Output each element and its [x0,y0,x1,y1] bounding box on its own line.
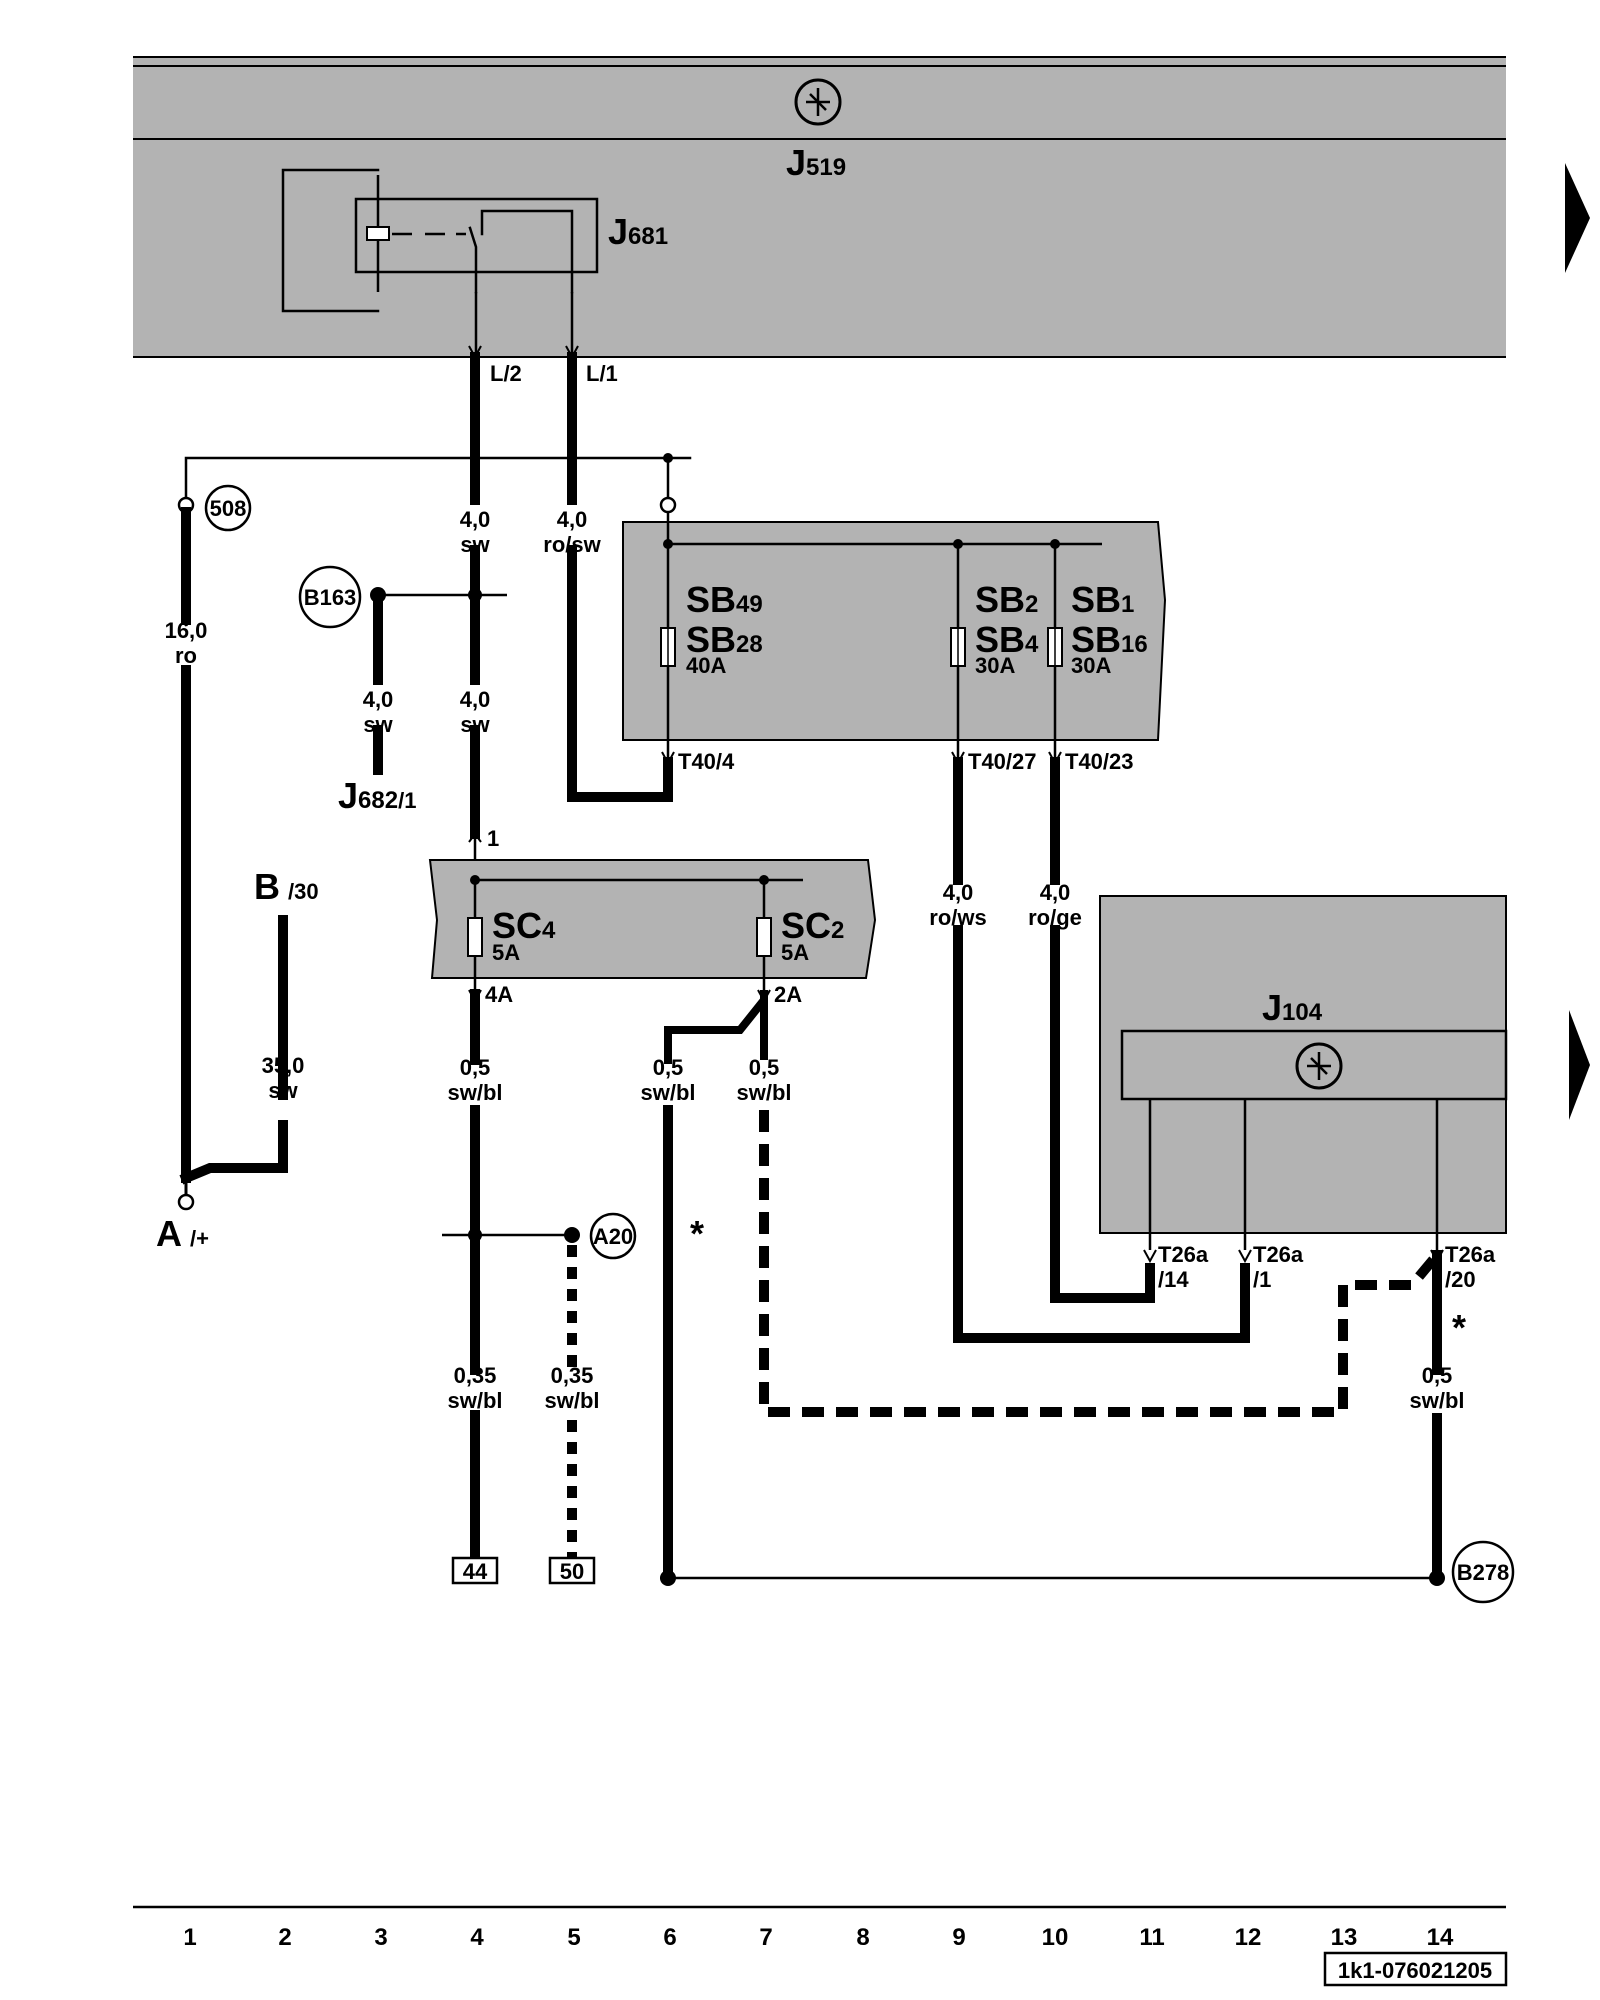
sb1-label: SB1 [1071,579,1134,620]
sb28-label: SB28 [686,619,763,660]
pin-t26a-20: T26a/20 [1445,1242,1496,1292]
grid-number: 10 [1042,1924,1069,1951]
star-marker: * [690,1213,704,1254]
pin-sc4-out: 4A [485,982,513,1007]
sc4-rating: 5A [492,940,520,965]
sb1-rating: 30A [1071,653,1111,678]
grid-number: 3 [374,1924,387,1951]
control-unit-icon [794,78,842,126]
j519-module: J519 J681 [133,56,1506,358]
fuse-holder-sc: SC4 5A SC2 5A [428,859,877,994]
connection-point-508: 508 [204,484,252,532]
sb2-label: SB2 [975,579,1038,620]
continuation-arrow-icon [1565,163,1590,273]
grid-number: 4 [470,1924,484,1951]
continuation-arrow-icon [1569,1010,1590,1120]
control-unit-icon [1295,1042,1343,1090]
svg-text:1k1-076021205: 1k1-076021205 [1338,1958,1492,1983]
grid-number: 8 [856,1924,869,1951]
b30-label: B/30 [254,866,319,907]
svg-text:44: 44 [463,1559,488,1584]
grid-number: 13 [1331,1924,1358,1951]
grid-number: 14 [1427,1924,1454,1951]
grid-number: 9 [952,1924,965,1951]
svg-text:50: 50 [560,1559,584,1584]
pin-t40-4: T40/4 [678,749,735,774]
document-id: 1k1-076021205 [1323,1951,1508,1987]
pin-sc2-out: 2A [774,982,802,1007]
grid-number: 5 [567,1924,580,1951]
sb49-rating: 40A [686,653,726,678]
pin-t40-23: T40/23 [1065,749,1134,774]
fuse-sc4-icon [467,917,483,957]
j681-relay: J681 [281,168,668,357]
sb2-rating: 30A [975,653,1015,678]
j681-label: J681 [608,211,668,252]
pin-arrows [468,345,1444,1264]
svg-text:B278: B278 [1457,1560,1510,1585]
svg-text:508: 508 [210,496,247,521]
grid-number: 1 [183,1924,196,1951]
j519-label: J519 [786,142,846,183]
fuse-sb1-icon [1047,544,1063,762]
connection-point-b163: B163 [298,565,362,629]
pin-l1: L/1 [586,361,618,386]
svg-text:B163: B163 [304,585,357,610]
j682-label: J682/1 [338,775,416,816]
j104-label: J104 [1262,987,1323,1028]
grid-numbers: 1 2 3 4 5 6 7 8 9 10 11 12 13 14 [183,1924,1454,1951]
grid-number: 7 [759,1924,772,1951]
fuse-holder-sb: SB49 SB28 40A SB2 SB4 30A SB1 SB16 30A [622,521,1167,762]
grid-number: 2 [278,1924,291,1951]
pin-sc-in: 1 [487,826,499,851]
j104-module: J104 [1099,895,1508,1250]
grid-number: 12 [1235,1924,1262,1951]
pin-t40-27: T40/27 [968,749,1037,774]
terminal-50: 50 [548,1556,596,1585]
fuse-sb49-icon [660,544,676,762]
grid-number: 6 [663,1924,676,1951]
sc2-rating: 5A [781,940,809,965]
grid-number: 11 [1139,1924,1164,1951]
svg-text:A20: A20 [593,1224,633,1249]
pin-t26a-14: T26a/14 [1158,1242,1209,1292]
sb4-label: SB4 [975,619,1039,660]
terminal-44: 44 [451,1556,499,1585]
sc4-label: SC4 [492,905,556,946]
pin-t26a-1: T26a/1 [1253,1242,1304,1292]
connection-point-b278: B278 [1451,1540,1515,1604]
star-marker: * [1452,1307,1466,1348]
pin-l2: L/2 [490,361,522,386]
sb49-label: SB49 [686,579,763,620]
wires [177,352,1445,1586]
fuse-sc2-icon [756,917,772,957]
connection-point-a20: A20 [589,1212,637,1260]
sb16-label: SB16 [1071,619,1148,660]
sc2-label: SC2 [781,905,844,946]
fuse-sb2-icon [950,544,966,762]
a-label: A/+ [156,1213,209,1254]
